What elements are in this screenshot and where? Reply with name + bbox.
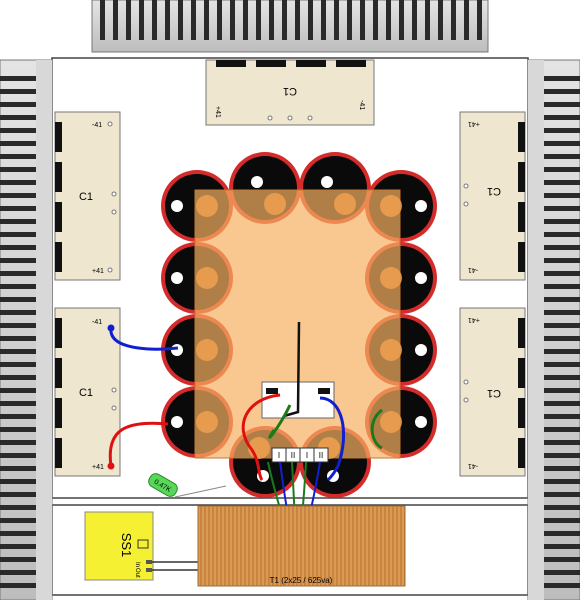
solid-state-relay: SS1 In Out	[84, 511, 154, 581]
capacitor-pad	[380, 411, 402, 433]
terminal-3: I	[306, 451, 308, 460]
capacitor-pad	[264, 193, 286, 215]
pcb-right-b-minus: -41	[468, 462, 478, 469]
heatsink-right	[527, 59, 580, 601]
capacitor-pad	[196, 195, 218, 217]
resistor: 0.47K	[148, 473, 227, 498]
pcb-top-minus: -41	[358, 100, 365, 110]
capacitor-pad	[380, 267, 402, 289]
pcb-left-b-minus: -41	[92, 319, 102, 326]
transformer-label: T1 (2x25 / 625va)	[270, 576, 333, 585]
pcb-right-b: C1 +41 -41	[459, 307, 526, 477]
blue-wire-center	[319, 396, 346, 482]
pcb-right-b-plus: +41	[468, 316, 480, 323]
blue-wire-left	[109, 327, 179, 351]
pcb-right-a-minus: -41	[468, 266, 478, 273]
relay-label: SS1	[119, 533, 134, 558]
ground-wire	[283, 321, 301, 418]
capacitor-pad	[334, 193, 356, 215]
transformer: T1 (2x25 / 625va)	[197, 505, 406, 587]
pcb-top-plus: +41	[214, 106, 221, 118]
terminal-2: II	[291, 451, 295, 460]
red-wire-left	[108, 421, 169, 467]
pcb-right-a-label: C1	[487, 185, 501, 197]
green-wire-right	[370, 408, 384, 450]
pcb-left-a-plus: +41	[92, 268, 104, 275]
capacitor-pad	[380, 339, 402, 361]
capacitor-pad	[380, 195, 402, 217]
pcb-left-b: C1 -41 +41	[54, 307, 121, 477]
capacitor-pads	[196, 193, 402, 459]
pcb-left-b-plus: +41	[92, 464, 104, 471]
pcb-right-b-label: C1	[487, 387, 501, 399]
pcb-right-a-plus: +41	[468, 120, 480, 127]
pcb-left-a-minus: -41	[92, 122, 102, 129]
terminal-4: II	[319, 451, 323, 460]
pcb-top-label: C1	[283, 85, 297, 97]
pcb-left-a: C1 -41 +41	[54, 111, 121, 281]
capacitor-pad	[196, 411, 218, 433]
terminal-strip: I II I II	[271, 447, 329, 463]
terminal-1: I	[278, 451, 280, 460]
pcb-top: C1 +41 -41	[205, 59, 375, 126]
relay-out-label: Out	[134, 568, 140, 578]
heatsink-left	[0, 59, 53, 601]
green-wire-center	[268, 404, 292, 439]
heatsink-top	[91, 0, 489, 53]
pcb-left-b-label: C1	[79, 387, 93, 399]
capacitor-pad	[196, 267, 218, 289]
pcb-right-a: C1 +41 -41	[459, 111, 526, 281]
red-wire-center	[241, 393, 281, 481]
pcb-left-a-label: C1	[79, 191, 93, 203]
capacitor-pad	[196, 339, 218, 361]
relay-in-label: In	[134, 562, 140, 567]
